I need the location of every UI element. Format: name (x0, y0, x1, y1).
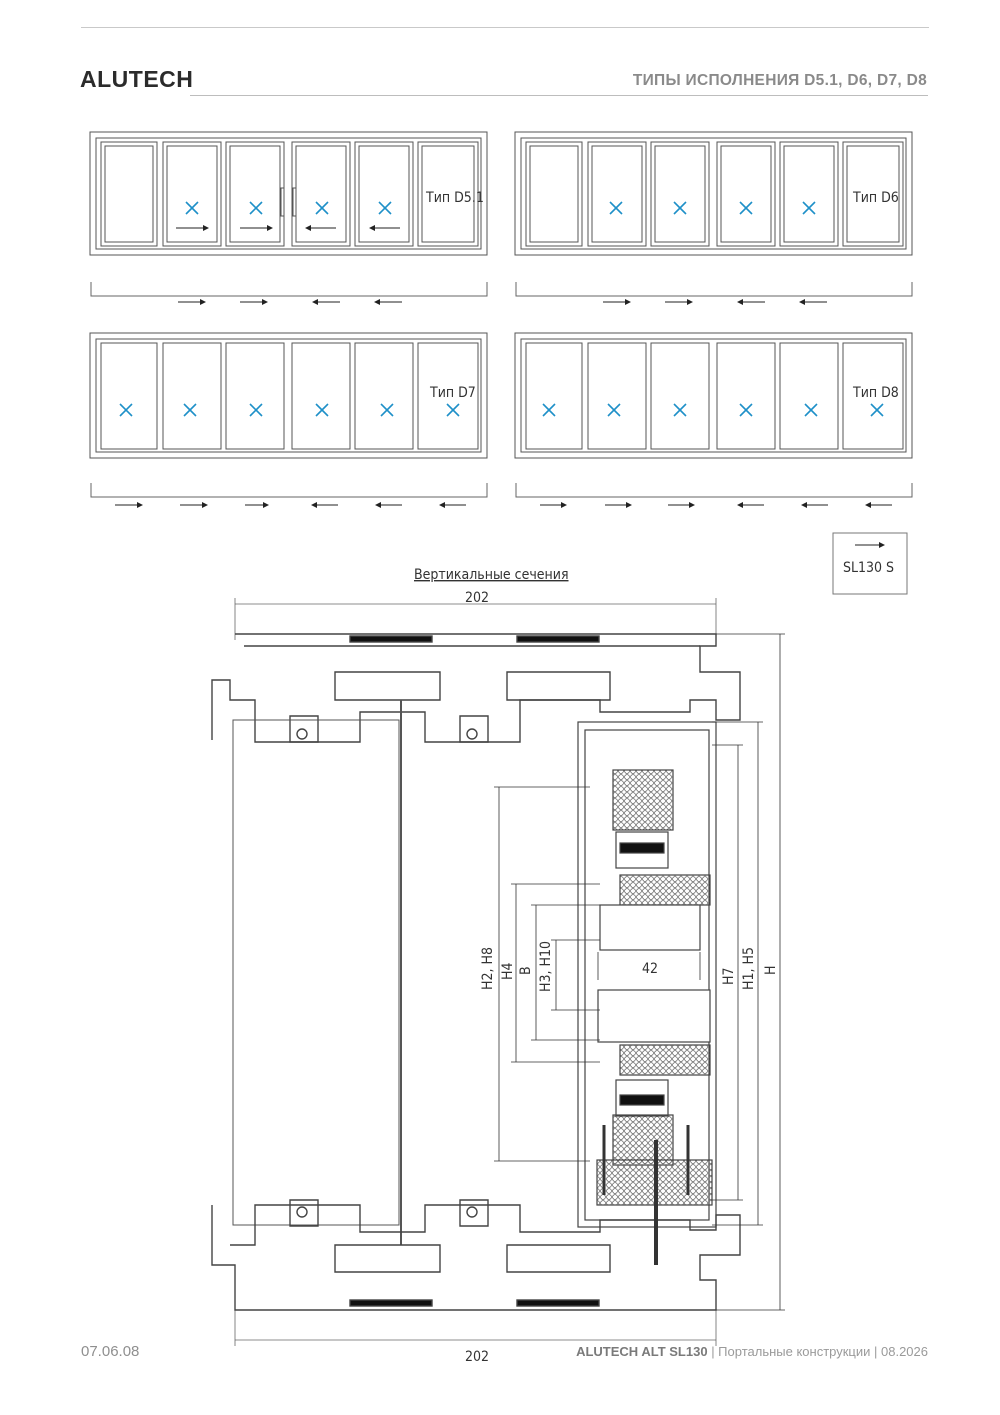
top-rule (81, 27, 929, 28)
dim-h2-h8: H2, H8 (480, 947, 496, 990)
footer-product-name: ALUTECH ALT SL130 (576, 1344, 708, 1359)
scheme-plan-bottom (90, 483, 913, 508)
scheme-d7-label: Тип D7 (429, 385, 476, 401)
scheme-d6-operation-marks (609, 201, 816, 215)
scheme-d8-label: Тип D8 (852, 385, 899, 401)
dim-b: B (518, 966, 534, 975)
scheme-d51 (89, 131, 488, 256)
dim-h7: H7 (721, 968, 737, 986)
width-dimension-bottom (234, 1300, 717, 1346)
section-top-frame (211, 633, 741, 743)
dim-h4: H4 (500, 963, 516, 981)
width-dimension-top (234, 598, 717, 640)
footer-subtitle: | Портальные конструкции | 08.2026 (711, 1344, 928, 1359)
scheme-d7 (89, 332, 488, 459)
scheme-d7-operation-marks (119, 403, 460, 417)
sash-profile (577, 721, 717, 1265)
dim-h1-h5: H1, H5 (741, 947, 757, 990)
width-bottom-label: 202 (465, 1349, 489, 1365)
badge-label: SL130 S (843, 560, 894, 576)
vertical-dimensions (494, 633, 785, 1311)
footer-date: 07.06.08 (81, 1343, 140, 1360)
scheme-d6 (514, 131, 913, 256)
dim-h3-h10: H3, H10 (538, 941, 554, 992)
glass-pane (232, 700, 402, 1245)
scheme-plan-top (90, 282, 913, 305)
footer-product: ALUTECH ALT SL130 | Портальные конструкц… (576, 1344, 928, 1359)
header-rule (190, 95, 928, 96)
width-top-label: 202 (465, 590, 489, 606)
dim-h: H (763, 966, 779, 975)
system-badge: SL130 S (832, 532, 908, 595)
scheme-d6-label: Тип D6 (852, 190, 899, 206)
page-title: ТИПЫ ИСПОЛНЕНИЯ D5.1, D6, D7, D8 (632, 72, 927, 89)
scheme-d51-operation-marks (185, 201, 392, 215)
scheme-d8-operation-marks (542, 403, 884, 417)
section-title: Вертикальные сечения (414, 567, 569, 583)
brand-logo: ALUTECH (80, 66, 194, 92)
section-bottom-frame (211, 1199, 741, 1311)
scheme-d8 (514, 332, 913, 459)
scheme-d51-label: Тип D5.1 (425, 190, 484, 206)
dim-42: 42 (642, 961, 658, 977)
